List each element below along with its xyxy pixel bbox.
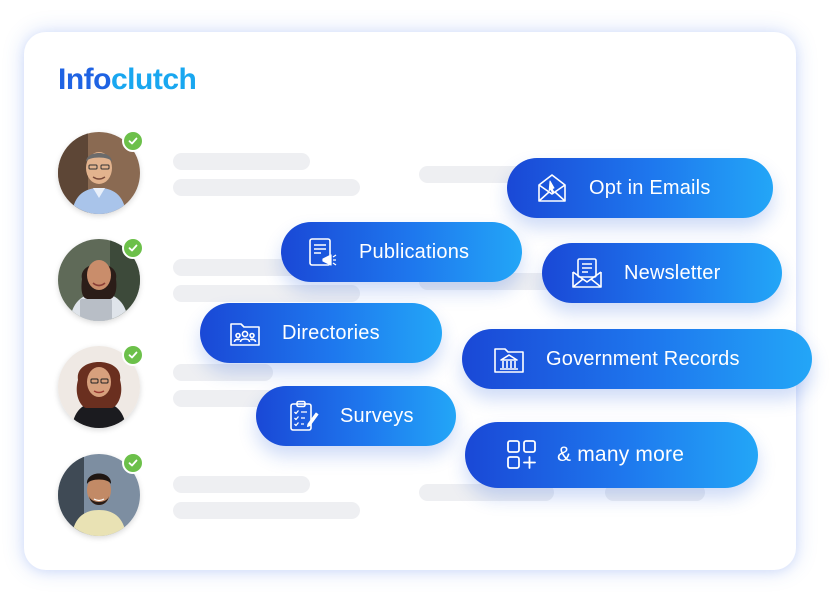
- logo-text-accent: clutch: [110, 63, 197, 96]
- placeholder-line: [419, 484, 554, 501]
- source-label: Surveys: [340, 404, 414, 427]
- verified-check-icon: [122, 452, 144, 474]
- source-label: Opt in Emails: [589, 176, 711, 199]
- person-photo: [58, 346, 140, 428]
- avatar: [58, 130, 144, 214]
- source-pill-newsletter: Newsletter: [542, 243, 782, 303]
- verified-check-icon: [122, 130, 144, 152]
- avatar: [58, 237, 144, 321]
- avatar: [58, 452, 144, 536]
- verified-check-icon: [122, 344, 144, 366]
- survey-clipboard-icon: [286, 399, 320, 433]
- source-label: Government Records: [546, 347, 740, 370]
- placeholder-line: [419, 166, 529, 183]
- verified-check-icon: [122, 237, 144, 259]
- placeholder-line: [173, 153, 310, 170]
- source-pill-opt-in-emails: Opt in Emails: [507, 158, 773, 218]
- placeholder-line: [173, 179, 360, 196]
- placeholder-line: [605, 484, 705, 501]
- placeholder-line: [173, 476, 310, 493]
- placeholder-line: [173, 259, 310, 276]
- apps-grid-plus-icon: [505, 438, 539, 472]
- newsletter-icon: [570, 256, 604, 290]
- placeholder-line: [173, 390, 283, 407]
- source-pill-government-records: Government Records: [462, 329, 812, 389]
- source-pill-directories: Directories: [200, 303, 442, 363]
- source-pill-surveys: Surveys: [256, 386, 456, 446]
- source-pill-publications: Publications: [281, 222, 522, 282]
- source-label: Newsletter: [624, 261, 721, 284]
- source-label: Publications: [359, 240, 470, 263]
- placeholder-line: [173, 364, 273, 381]
- source-pill-many-more: & many more: [465, 422, 758, 488]
- source-label: Directories: [282, 321, 380, 344]
- government-building-icon: [492, 342, 526, 376]
- publication-icon: [305, 235, 339, 269]
- source-label: & many more: [557, 443, 685, 466]
- email-cursor-icon: [535, 171, 569, 205]
- person-photo: [58, 132, 140, 214]
- avatar: [58, 344, 144, 428]
- logo-text-main: Info: [58, 63, 111, 96]
- placeholder-line: [173, 285, 360, 302]
- directory-folder-icon: [228, 316, 262, 350]
- placeholder-line: [173, 502, 360, 519]
